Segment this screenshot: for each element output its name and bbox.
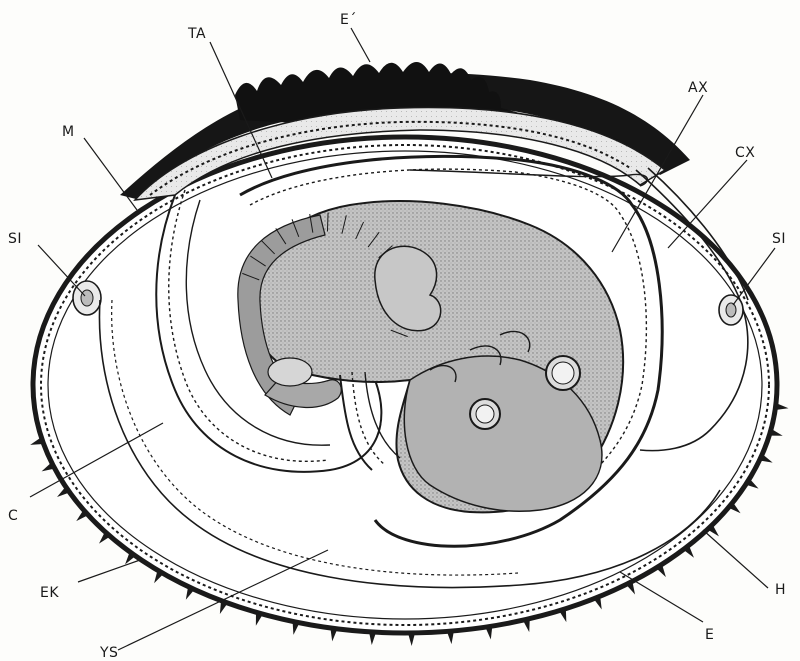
spike bbox=[560, 611, 566, 622]
label-ys: YS bbox=[99, 645, 118, 661]
label-ta: TA bbox=[187, 26, 206, 42]
label-e: E bbox=[705, 627, 714, 643]
spike bbox=[448, 633, 454, 644]
spike bbox=[409, 635, 415, 646]
spike bbox=[771, 430, 782, 436]
sinus-right bbox=[719, 295, 743, 325]
somite bbox=[327, 213, 328, 232]
label-si-right: SI bbox=[772, 231, 786, 247]
spike bbox=[331, 630, 337, 641]
label-si-left: SI bbox=[8, 231, 22, 247]
spike bbox=[524, 621, 530, 632]
leader-cx bbox=[668, 160, 747, 248]
spike bbox=[256, 614, 262, 625]
spike bbox=[30, 438, 41, 444]
label-e-prime: E´ bbox=[340, 12, 357, 28]
spike bbox=[486, 628, 492, 639]
label-c: C bbox=[8, 508, 18, 524]
spike bbox=[369, 634, 375, 645]
spike bbox=[293, 623, 299, 634]
label-ax: AX bbox=[688, 80, 708, 96]
leader-e-prime bbox=[351, 28, 370, 62]
label-m: M bbox=[62, 124, 75, 140]
leader-m bbox=[84, 138, 137, 210]
label-h: H bbox=[775, 582, 786, 598]
label-cx: CX bbox=[735, 145, 755, 161]
label-ek: EK bbox=[40, 585, 59, 601]
leader-h bbox=[703, 530, 768, 588]
sinus-left bbox=[73, 281, 101, 315]
leader-e bbox=[620, 572, 703, 622]
spike bbox=[777, 404, 788, 410]
leader-ek bbox=[78, 560, 140, 582]
